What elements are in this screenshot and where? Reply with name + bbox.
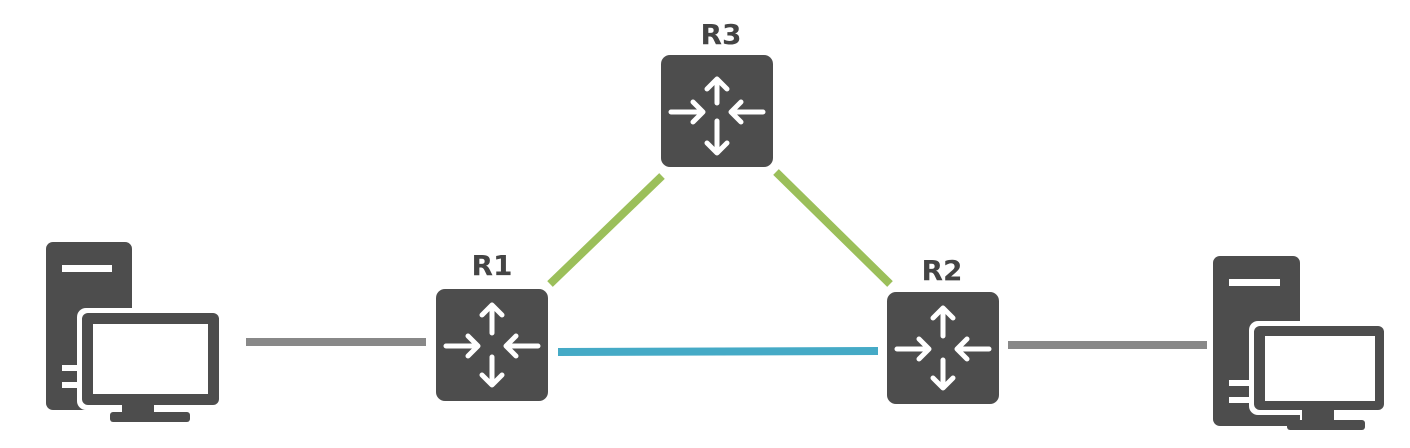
router-label-r1: R1	[471, 249, 512, 282]
router-r3	[661, 55, 773, 167]
host-left	[46, 242, 224, 422]
router-label-r3: R3	[700, 18, 741, 51]
router-r1	[436, 289, 548, 401]
router-icon	[887, 292, 999, 404]
link-r3-r2	[773, 169, 893, 287]
link-r1-r2	[557, 347, 879, 356]
router-r2	[887, 292, 999, 404]
router-label-r2: R2	[921, 254, 962, 287]
router-icon	[436, 289, 548, 401]
router-icon	[661, 55, 773, 167]
host-right	[1213, 256, 1389, 430]
desktop-computer-icon	[1213, 256, 1389, 430]
desktop-computer-icon	[46, 242, 224, 422]
link-r1-r3	[547, 173, 665, 287]
